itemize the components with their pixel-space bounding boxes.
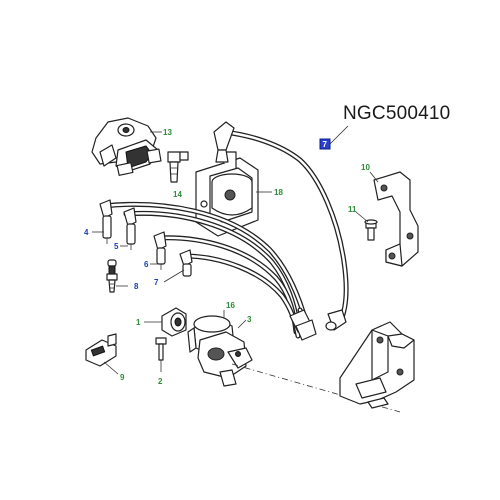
ht-lead-coil-to-plug[interactable] bbox=[213, 121, 349, 331]
spark-plug-boot-4[interactable] bbox=[179, 249, 193, 277]
spark-plug-boot-2[interactable] bbox=[123, 207, 137, 250]
callout-5: 5 bbox=[114, 242, 119, 251]
mounting-stud[interactable] bbox=[364, 219, 378, 241]
callout-13: 13 bbox=[163, 128, 172, 137]
distributor-body[interactable] bbox=[197, 331, 253, 387]
mounting-bracket-lower[interactable] bbox=[339, 321, 415, 409]
mounting-bracket-upper[interactable] bbox=[373, 171, 419, 267]
coil-mounting-bolt[interactable] bbox=[167, 151, 189, 183]
callout-8: 8 bbox=[134, 282, 139, 291]
callout-6: 6 bbox=[144, 260, 149, 269]
callout-10: 10 bbox=[361, 163, 370, 172]
sensor-clip[interactable] bbox=[161, 307, 187, 337]
suppressor-connector[interactable] bbox=[85, 333, 117, 367]
sensor-bolt[interactable] bbox=[155, 337, 167, 361]
callout-3: 3 bbox=[247, 315, 252, 324]
callout-2: 2 bbox=[158, 377, 163, 386]
spark-plug[interactable] bbox=[106, 259, 118, 293]
selected-marker-label: 7 bbox=[323, 140, 328, 149]
callout-18: 18 bbox=[274, 188, 283, 197]
callout-7: 7 bbox=[154, 278, 159, 287]
part-number-label: NGC500410 bbox=[343, 103, 451, 124]
spark-plug-boot-1[interactable] bbox=[99, 199, 113, 244]
callout-11: 11 bbox=[348, 205, 357, 214]
callout-9: 9 bbox=[120, 373, 125, 382]
ignition-coil[interactable] bbox=[91, 117, 162, 176]
callout-1: 1 bbox=[136, 318, 141, 327]
callout-16: 16 bbox=[226, 301, 235, 310]
callout-4: 4 bbox=[84, 228, 89, 237]
spark-plug-boot-3[interactable] bbox=[153, 231, 167, 270]
spark-plug-leads-set[interactable] bbox=[101, 201, 317, 341]
callout-14: 14 bbox=[173, 190, 182, 199]
